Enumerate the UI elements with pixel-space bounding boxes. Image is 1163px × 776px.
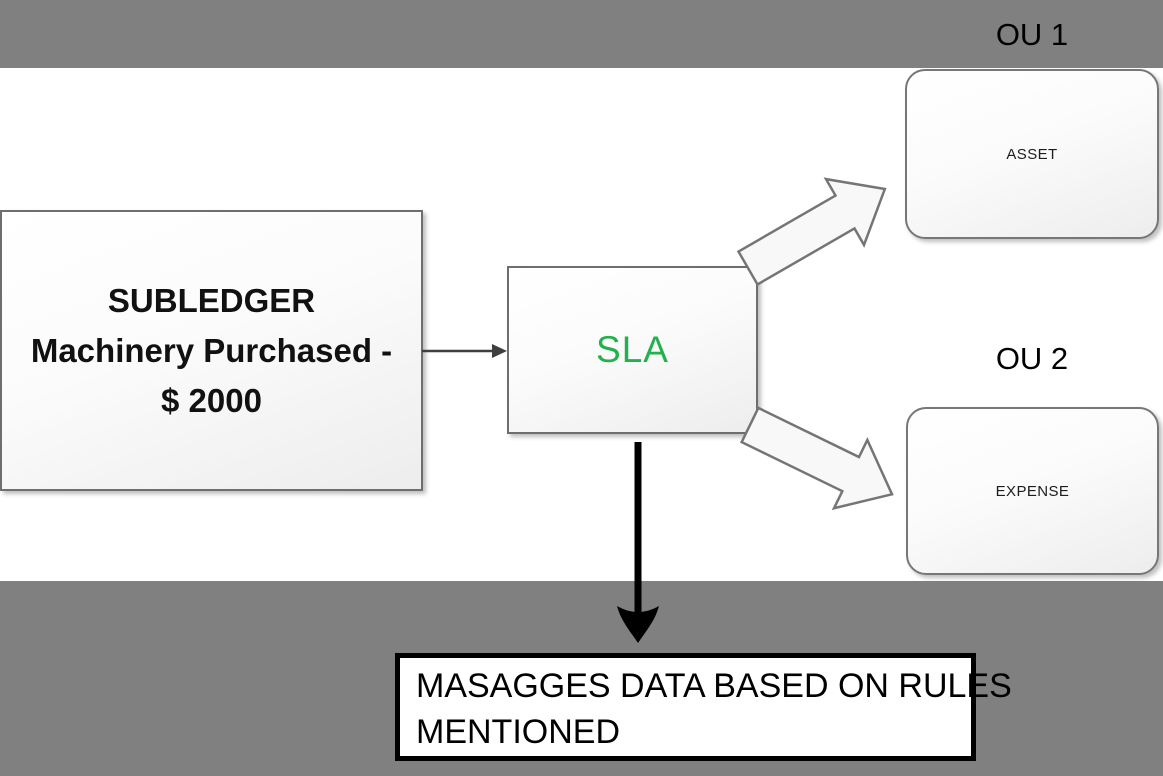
- subledger-title: SUBLEDGER: [107, 281, 316, 319]
- subledger-description: Machinery Purchased -: [30, 331, 393, 369]
- subledger-amount: $ 2000: [161, 381, 262, 419]
- asset-label: ASSET: [1006, 145, 1058, 163]
- subledger-box: SUBLEDGER Machinery Purchased - $ 2000: [0, 210, 423, 491]
- sla-box: SLA: [507, 266, 758, 434]
- message-line-1: MASAGGES DATA BASED ON RULES: [416, 667, 1012, 705]
- subledger-to-sla-arrow: [422, 344, 507, 358]
- top-gray-band: [0, 0, 1163, 68]
- message-line-2: MENTIONED: [416, 713, 620, 751]
- sla-to-expense-block-arrow-icon: [739, 406, 894, 511]
- ou2-label: OU 2: [995, 341, 1069, 376]
- expense-box: EXPENSE: [906, 407, 1159, 575]
- sla-label: SLA: [596, 329, 669, 370]
- subledger-to-sla-arrowhead-icon: [492, 344, 507, 358]
- ou1-label: OU 1: [995, 17, 1069, 52]
- expense-label: EXPENSE: [995, 482, 1070, 500]
- message-box: MASAGGES DATA BASED ON RULES MENTIONED: [395, 653, 1012, 761]
- asset-box: ASSET: [905, 69, 1159, 239]
